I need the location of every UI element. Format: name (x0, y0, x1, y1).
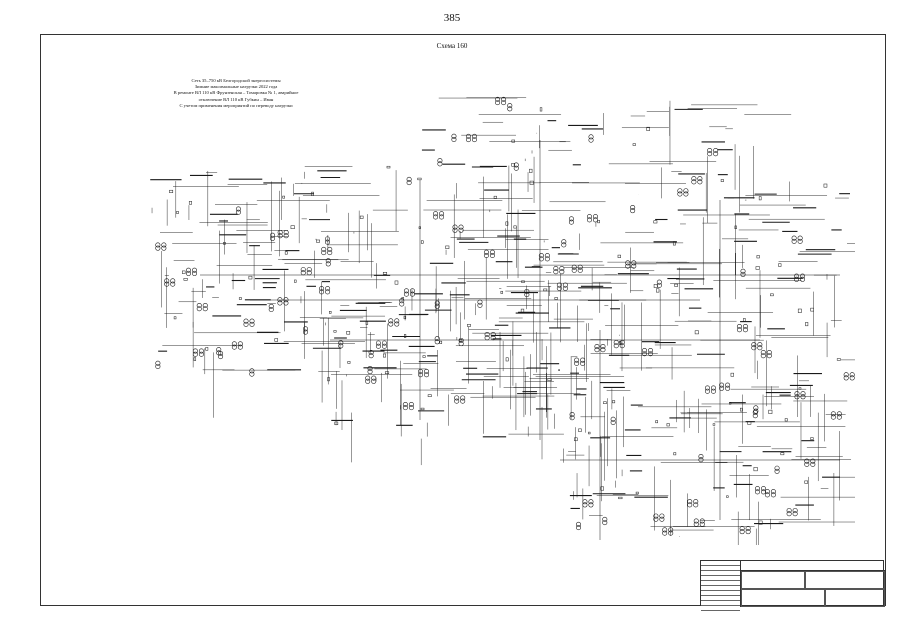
title-line: отключение ВЛ 110 кВ Губкин – Иван (198, 96, 274, 102)
stamp-body (741, 571, 885, 607)
drawing-frame (40, 34, 886, 606)
drawing-stamp (700, 560, 885, 611)
scheme-label: Схема 160 (436, 42, 468, 50)
title-line: С учетом применения мероприятий по перев… (179, 102, 293, 108)
schematic-lines (150, 96, 855, 545)
diagram-title-block: Сеть 35–750 кВ Белгородской энергосистем… (146, 78, 326, 109)
stamp-cell (741, 571, 805, 589)
stamp-cell (741, 589, 825, 607)
stamp-revision-table (701, 561, 741, 611)
stamp-cell (825, 589, 885, 607)
page-number: 385 (443, 12, 461, 24)
stamp-header (741, 561, 885, 571)
title-line: В ремонте ВЛ 110 кВ Фрунзенская – Томаро… (173, 90, 299, 96)
title-line: Зимние максимальные нагрузки 2022 года (194, 84, 278, 90)
stamp-cell (805, 571, 885, 589)
title-line: Сеть 35–750 кВ Белгородской энергосистем… (191, 78, 281, 83)
